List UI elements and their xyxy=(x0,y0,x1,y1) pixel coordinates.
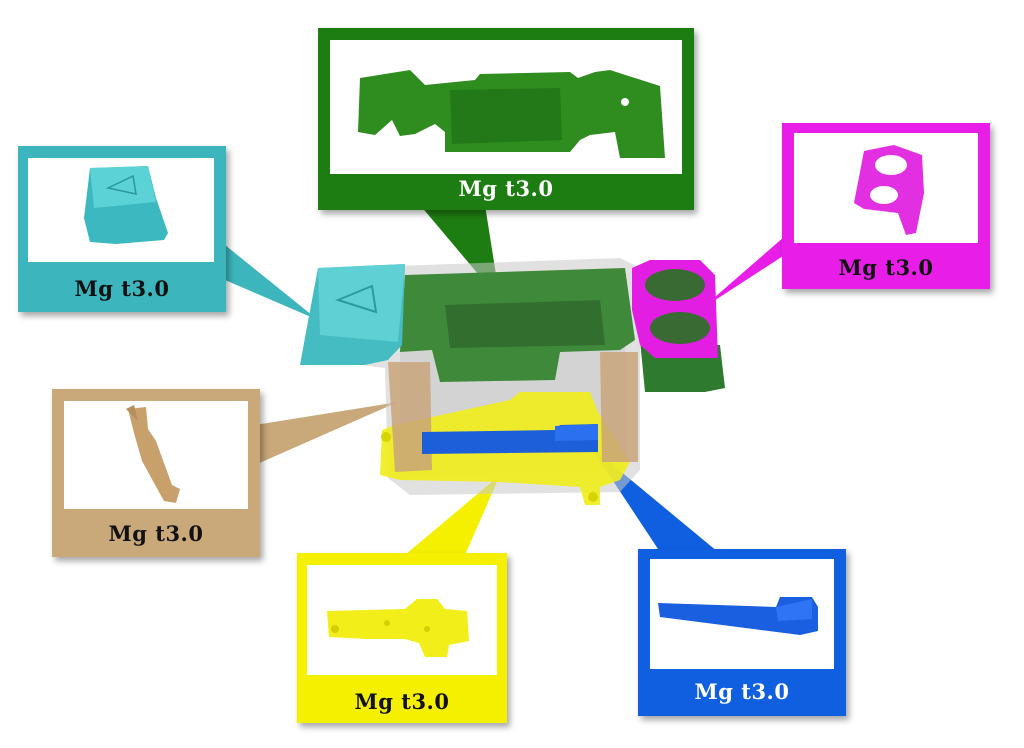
bracket-label: Mg t3.0 xyxy=(108,521,204,546)
base-plate-thumbnail-frame xyxy=(307,565,497,675)
rail-thumbnail-frame xyxy=(650,559,834,669)
green-panel-icon xyxy=(358,70,665,158)
callout-side-box: Mg t3.0 xyxy=(18,146,226,312)
blue-rail-icon xyxy=(658,597,818,635)
bracket-thumbnail-frame xyxy=(64,401,248,509)
magenta-holder-icon xyxy=(854,145,924,235)
cup-holder-thumbnail-frame xyxy=(794,133,978,243)
callout-base-plate: Mg t3.0 xyxy=(297,553,507,723)
callout-cover: Mg t3.0 xyxy=(318,28,694,210)
base-plate-pointer xyxy=(405,475,500,555)
side-box-part xyxy=(300,264,405,365)
callout-bracket: Mg t3.0 xyxy=(52,389,260,557)
side-box-thumbnail-frame xyxy=(28,158,214,262)
callout-rail: Mg t3.0 xyxy=(638,549,846,716)
cup-holder-label: Mg t3.0 xyxy=(838,255,934,280)
side-box-pointer xyxy=(225,245,318,320)
cover-label: Mg t3.0 xyxy=(458,176,554,201)
side-box-label: Mg t3.0 xyxy=(74,276,170,301)
rail-label: Mg t3.0 xyxy=(694,679,790,704)
bracket-part xyxy=(388,352,638,472)
cup-holder-part xyxy=(632,260,718,358)
yellow-plate-icon xyxy=(327,599,469,657)
tan-bracket-icon xyxy=(126,405,180,503)
cover-thumbnail-frame xyxy=(330,40,682,174)
base-plate-label: Mg t3.0 xyxy=(354,689,450,714)
rail-part xyxy=(422,424,598,454)
callout-cup-holder: Mg t3.0 xyxy=(782,123,990,289)
cyan-box-icon xyxy=(84,166,168,244)
bracket-pointer xyxy=(255,402,398,465)
